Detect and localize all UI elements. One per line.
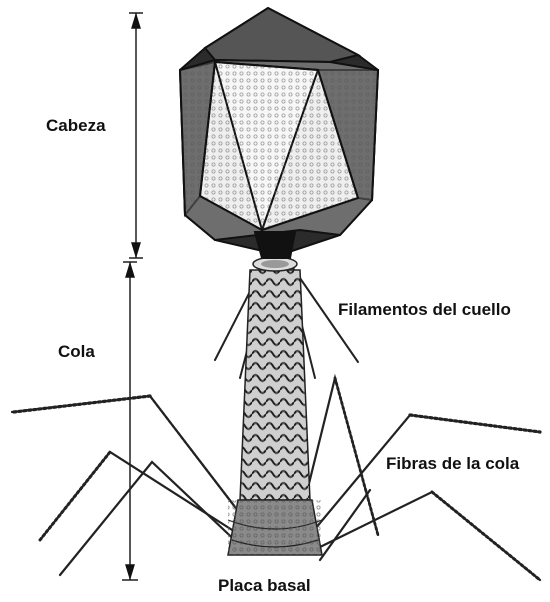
label-neck-filaments: Filamentos del cuello — [338, 300, 511, 320]
neck-collar — [253, 257, 297, 271]
tail-sheath — [240, 270, 310, 500]
label-head: Cabeza — [46, 116, 106, 136]
label-tail: Cola — [58, 342, 95, 362]
head-dimension-line — [129, 13, 143, 258]
label-tail-fibers: Fibras de la cola — [386, 454, 519, 474]
capsid-head — [180, 8, 378, 258]
base-plate — [228, 500, 322, 555]
label-base-plate: Placa basal — [218, 576, 311, 596]
tail-dimension-line — [122, 262, 138, 580]
